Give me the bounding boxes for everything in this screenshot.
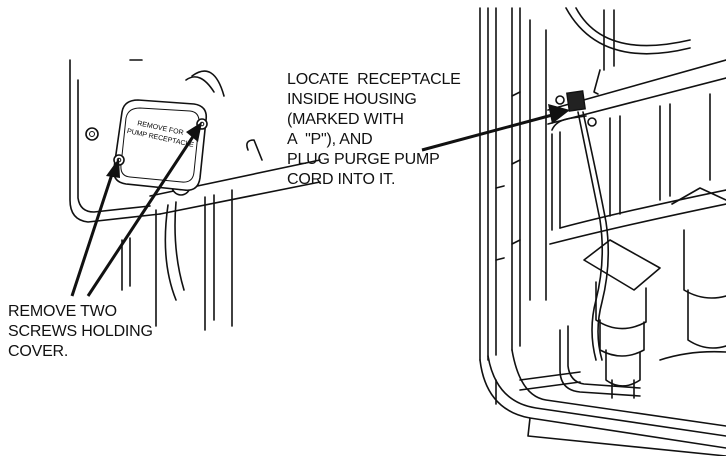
pipes bbox=[519, 325, 726, 397]
callout-right-line-3: (MARKED WITH bbox=[287, 111, 404, 128]
callout-left-line-3: COVER. bbox=[8, 343, 69, 360]
pump-receptacle bbox=[551, 90, 597, 131]
callout-right-line-5: PLUG PURGE PUMP bbox=[287, 151, 440, 168]
callout-right-line-2: INSIDE HOUSING bbox=[287, 91, 417, 108]
left-detail-housing bbox=[69, 59, 321, 331]
callout-left-line-2: SCREWS HOLDING bbox=[8, 323, 153, 340]
callout-locate-receptacle: LOCATE RECEPTACLE INSIDE HOUSING (MARKED… bbox=[287, 70, 461, 190]
receptacle-cover bbox=[112, 99, 208, 192]
pump-right bbox=[671, 187, 726, 349]
receptacle-arrow bbox=[421, 104, 570, 152]
callout-right-line-1: LOCATE RECEPTACLE bbox=[287, 71, 461, 88]
screw-arrows bbox=[70, 122, 202, 297]
callout-right-line-6: CORD INTO IT. bbox=[287, 171, 396, 188]
pump-cord bbox=[577, 111, 610, 361]
callout-remove-screws: REMOVE TWO SCREWS HOLDING COVER. bbox=[8, 302, 153, 362]
callout-right-line-4: A "P"), AND bbox=[287, 131, 373, 148]
pump-left bbox=[583, 239, 661, 399]
callout-left-line-1: REMOVE TWO bbox=[8, 303, 117, 320]
base-tray bbox=[479, 349, 726, 456]
housing-frame bbox=[479, 7, 726, 361]
